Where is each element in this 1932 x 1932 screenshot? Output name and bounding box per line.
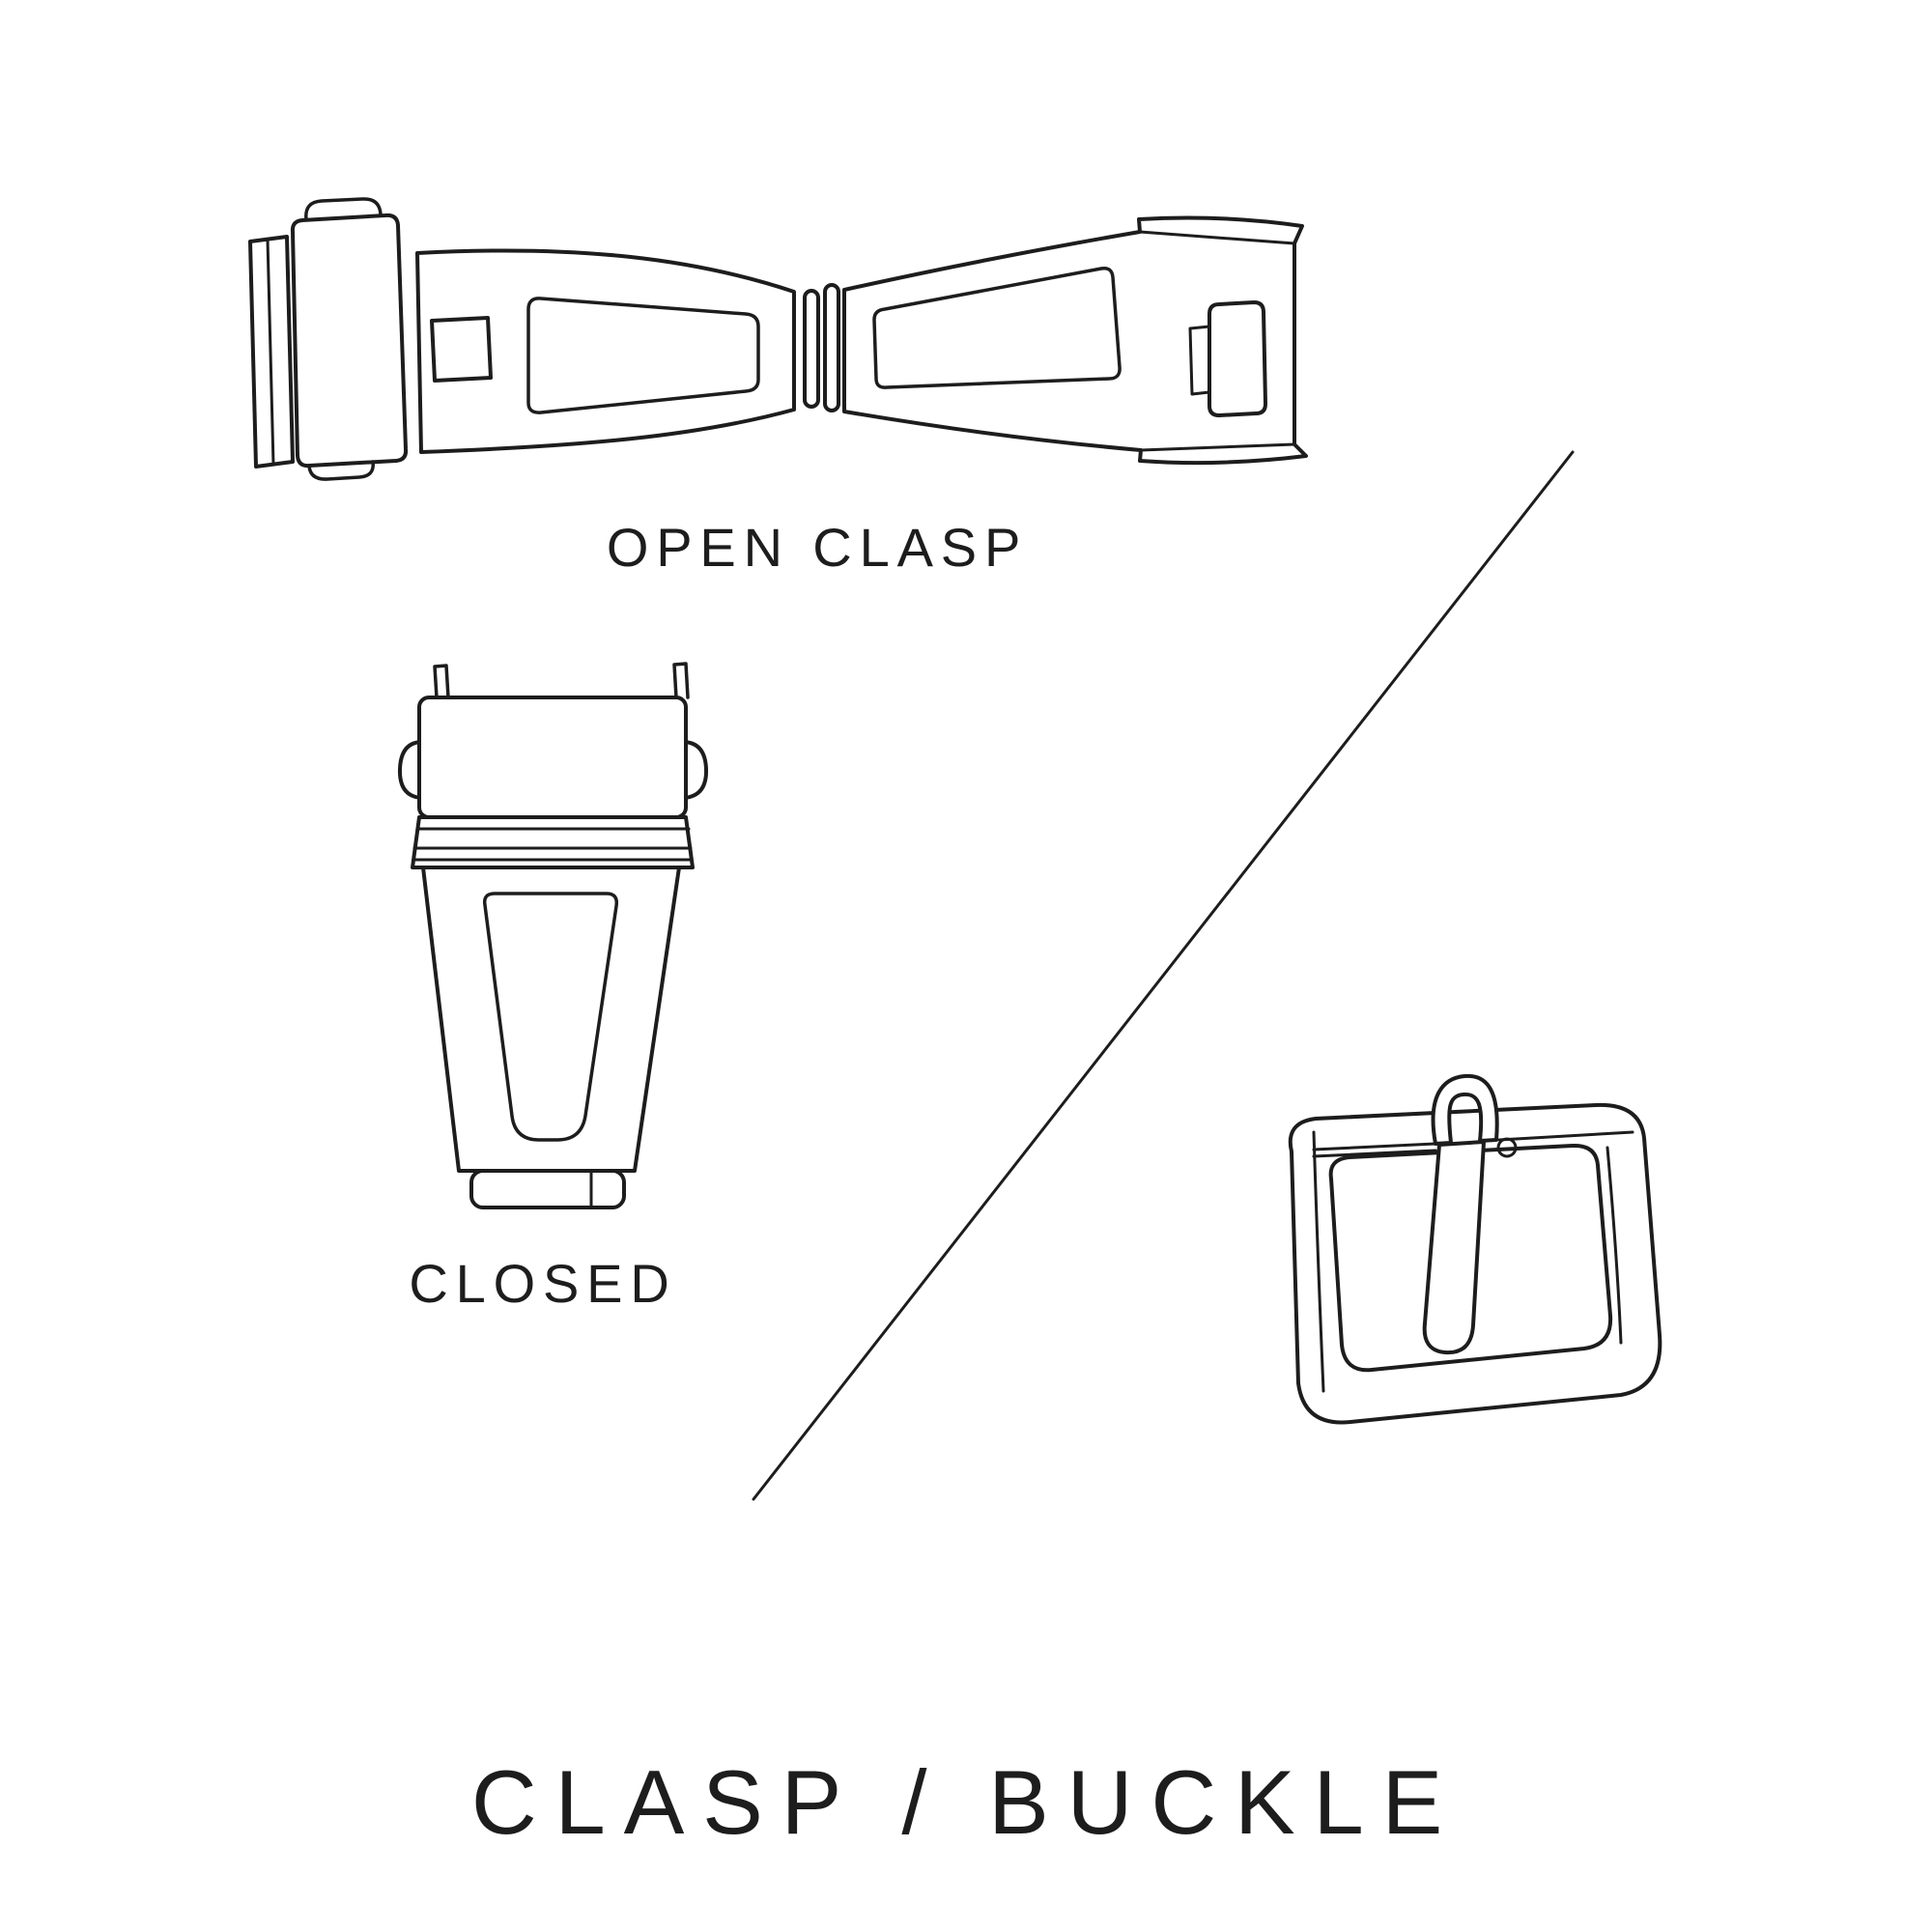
open-clasp-left-window bbox=[526, 297, 760, 414]
closed-clasp-inner-window bbox=[482, 892, 619, 1142]
open-clasp-left-arm bbox=[415, 248, 796, 454]
closed-clasp-body bbox=[421, 866, 681, 1173]
open-clasp-right-arm-bottom-edge bbox=[1139, 442, 1296, 452]
page-title: CLASP / BUCKLE bbox=[470, 1751, 1462, 1853]
open-clasp-end-strip bbox=[248, 235, 295, 469]
open-clasp-end-strip-line bbox=[266, 238, 275, 467]
buckle-icon bbox=[1288, 1073, 1662, 1425]
closed-clasp-cover bbox=[417, 696, 688, 819]
buckle-left-contour bbox=[1312, 1130, 1325, 1393]
buckle-tongue-loop bbox=[1431, 1073, 1499, 1146]
closed-clasp-label: CLOSED bbox=[409, 1253, 677, 1314]
open-clasp-icon bbox=[248, 197, 1308, 481]
open-clasp-end-block-top-tab bbox=[304, 197, 383, 221]
open-clasp-right-arm-top-edge bbox=[1138, 230, 1296, 245]
open-clasp-hinge-bar-1 bbox=[803, 289, 820, 409]
buckle-pin-bar-left-2 bbox=[1312, 1149, 1437, 1158]
divider-line bbox=[752, 450, 1575, 1501]
closed-clasp-prong-left bbox=[433, 664, 450, 699]
closed-clasp-band bbox=[411, 815, 695, 869]
open-clasp-right-cutout-hook bbox=[1188, 325, 1211, 396]
buckle-frame-inner bbox=[1328, 1143, 1613, 1373]
open-clasp-left-arm-notch bbox=[430, 316, 493, 383]
buckle-right-contour bbox=[1605, 1146, 1623, 1345]
open-clasp-hinge-bar-2 bbox=[823, 283, 840, 412]
open-clasp-end-block bbox=[290, 213, 409, 469]
closed-clasp-bottom-bar bbox=[469, 1169, 626, 1209]
open-clasp-right-arm bbox=[842, 215, 1308, 466]
buckle-pin-bar-left bbox=[1312, 1142, 1437, 1151]
buckle-pin-bar-right bbox=[1497, 1130, 1634, 1142]
closed-clasp-ear-right bbox=[682, 740, 709, 800]
buckle-pin-loop-ring bbox=[1496, 1137, 1518, 1158]
closed-clasp-ear-left bbox=[397, 740, 423, 800]
closed-clasp-prong-right bbox=[672, 662, 690, 699]
open-clasp-end-block-bottom-tab bbox=[307, 460, 375, 481]
closed-clasp-icon bbox=[397, 662, 709, 1209]
open-clasp-label: OPEN CLASP bbox=[606, 517, 1029, 578]
buckle-tongue-shaft bbox=[1422, 1140, 1486, 1355]
open-clasp-right-cutout bbox=[1208, 300, 1267, 417]
open-clasp-right-window bbox=[872, 266, 1122, 389]
